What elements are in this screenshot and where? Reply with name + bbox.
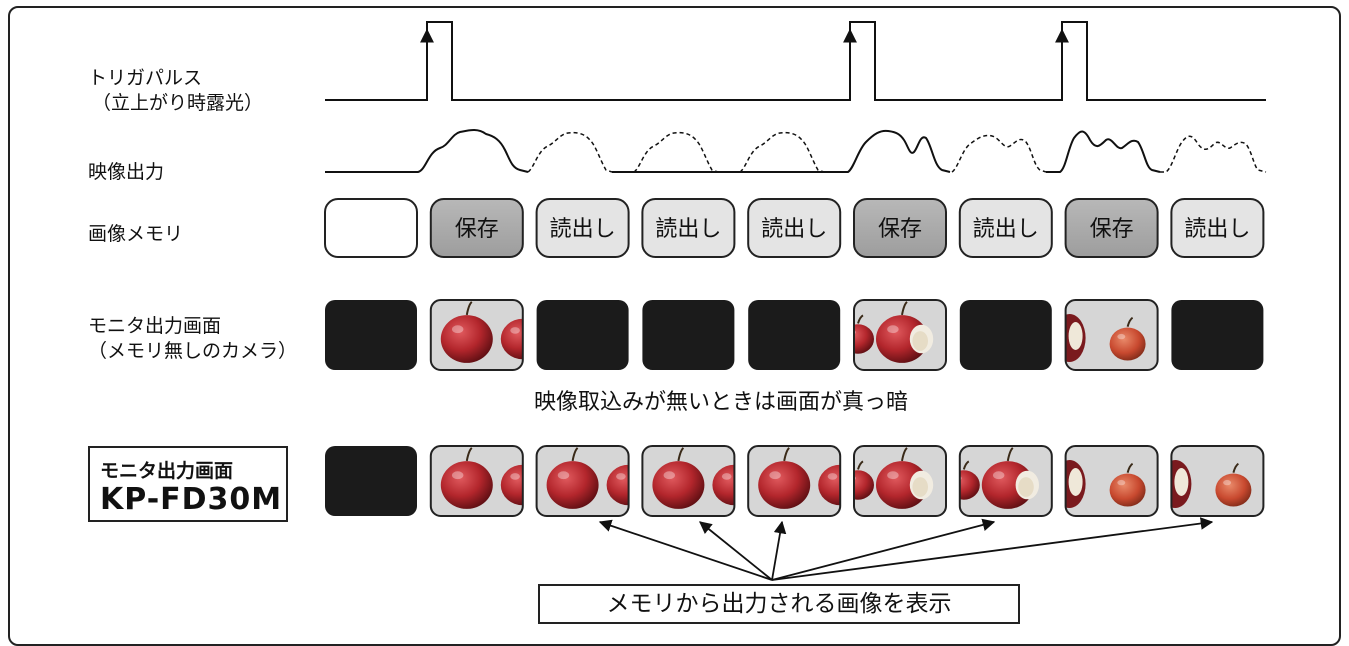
memory-cell-label: 読出し: [1184, 217, 1250, 242]
memory-cell-box: [747, 198, 842, 258]
bitten-apple-frame: [958, 445, 1053, 517]
black-screen-frame: [1171, 300, 1264, 370]
video-output-dashed-5: [1160, 135, 1267, 173]
memory-cell-read: 読出し: [958, 198, 1053, 258]
bitten-apple-frame: [853, 299, 947, 371]
memory-display-arrow: [598, 519, 773, 581]
small-apple-frame: [1064, 445, 1159, 517]
memory-cell-box: [429, 198, 524, 258]
kp-model-label: KP-FD30M: [100, 482, 283, 517]
monitor-sublabel: （メモリ無しのカメラ）: [88, 340, 298, 362]
memory-cell-save: 保存: [1064, 198, 1159, 258]
apple-frame: [535, 445, 630, 517]
memory-cell-box: [853, 198, 947, 258]
video-output-dashed-2: [633, 131, 719, 173]
memory-cell-label: 保存: [878, 217, 922, 242]
memory-cell-label: 読出し: [973, 217, 1039, 242]
memory-cell-box: [1170, 198, 1265, 258]
memory-display-arrow: [771, 517, 1214, 581]
memory-cell-save: 保存: [853, 198, 947, 258]
memory-display-caption: メモリから出力される画像を表示: [538, 584, 1020, 624]
memory-cell-empty: [324, 198, 418, 258]
image-memory-label: 画像メモリ: [88, 223, 184, 245]
memory-display-arrow: [699, 521, 773, 581]
small-apple-frame: [1170, 445, 1265, 517]
trigger-label: トリガパルス: [88, 67, 203, 89]
memory-display-arrow: [771, 520, 787, 581]
kp-monitor-label: モニタ出力画面: [100, 460, 234, 482]
apple-frame: [429, 299, 524, 371]
timing-diagram: 保存 読出し 読出し 読出し 保存 読出し 保存 読出し: [324, 21, 1267, 581]
memory-cell-box: [324, 198, 418, 258]
black-screen-frame: [642, 300, 735, 370]
memory-display-arrow: [771, 518, 996, 581]
memory-cell-label: 読出し: [655, 217, 721, 242]
video-output-solid-2: [612, 129, 951, 173]
video-output-dashed-1: [527, 131, 613, 173]
memory-cell-read: 読出し: [535, 198, 630, 258]
video-output-solid-3: [1046, 130, 1161, 173]
black-screen-frame: [748, 300, 841, 370]
memory-cell-box: [958, 198, 1053, 258]
black-screen-frame: [536, 300, 629, 370]
memory-cell-label: 保存: [455, 217, 499, 242]
black-screen-frame: [959, 300, 1052, 370]
memory-cell-label: 読出し: [761, 217, 827, 242]
memory-cell-box: [641, 198, 736, 258]
video-output-dashed-3: [739, 131, 825, 173]
memory-cell-label: 保存: [1090, 217, 1134, 242]
memory-cell-label: 読出し: [550, 217, 616, 242]
video-output-waveform: [325, 129, 529, 173]
black-screen-frame: [325, 446, 417, 516]
black-screen-frame: [325, 300, 417, 370]
memory-cell-box: [535, 198, 630, 258]
small-apple-frame: [1064, 299, 1159, 371]
dark-screen-note: 映像取込みが無いときは画面が真っ暗: [534, 390, 909, 415]
trigger-sublabel: （立上がり時露光）: [92, 92, 264, 114]
apple-frame: [747, 445, 842, 517]
memory-cell-box: [1064, 198, 1159, 258]
trigger-pulse-waveform: [325, 21, 1266, 101]
video-output-label: 映像出力: [88, 161, 165, 183]
bitten-apple-frame: [853, 445, 947, 517]
memory-cell-read: 読出し: [1170, 198, 1265, 258]
memory-cell-save: 保存: [429, 198, 524, 258]
kp-monitor-label-box: モニタ出力画面 KP-FD30M: [88, 446, 288, 522]
monitor-label: モニタ出力画面: [88, 315, 222, 337]
memory-cell-read: 読出し: [747, 198, 842, 258]
memory-cell-read: 読出し: [641, 198, 736, 258]
apple-frame: [641, 445, 736, 517]
video-output-dashed-4: [951, 134, 1047, 173]
apple-frame: [429, 445, 524, 517]
